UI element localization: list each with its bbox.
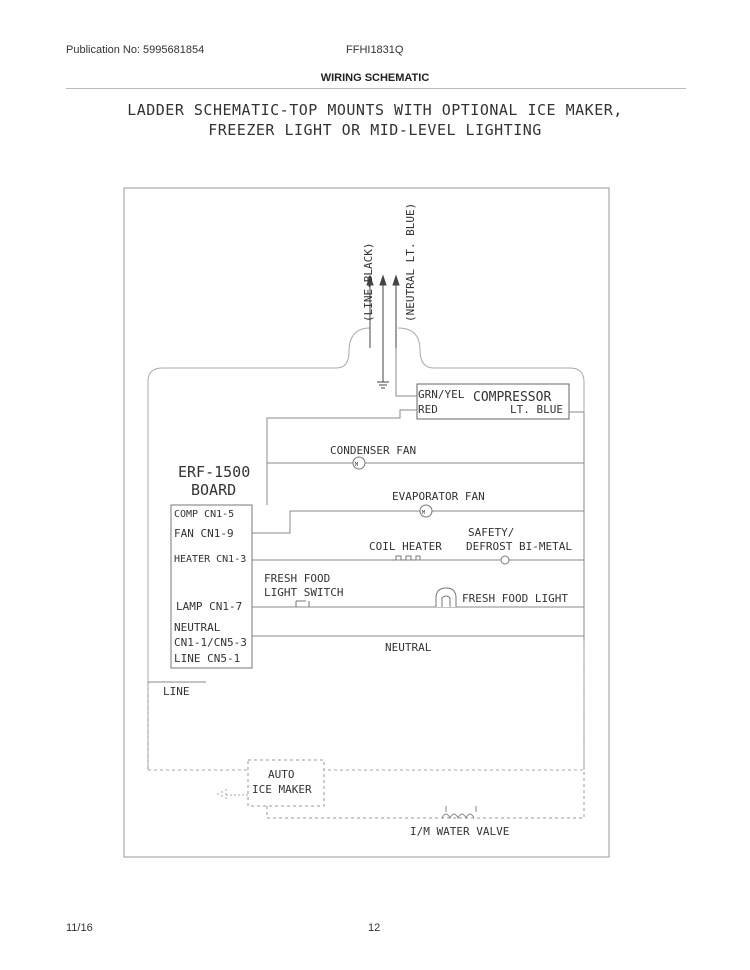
board-pin-fan: FAN CN1-9	[174, 527, 234, 540]
cord-neutral-label: (NEUTRAL LT. BLUE)	[404, 203, 417, 322]
schematic-frame	[123, 187, 610, 858]
compressor-lt-blue: LT. BLUE	[510, 403, 563, 416]
header-divider	[66, 88, 686, 89]
ice-maker-box	[247, 759, 325, 807]
defrost-bimetal-label: DEFROST BI-METAL	[466, 540, 572, 553]
safety-label: SAFETY/	[468, 526, 514, 539]
svg-text:M: M	[355, 462, 358, 468]
compressor-grn-yel: GRN/YEL	[418, 388, 465, 401]
page-number: 12	[368, 922, 381, 934]
power-cord	[366, 274, 400, 382]
bimetal-icon	[500, 555, 510, 565]
publication-number: Publication No: 5995681854	[66, 44, 205, 56]
footer-date: 11/16	[66, 922, 93, 934]
wiring	[148, 348, 585, 683]
coil-heater-label: COIL HEATER	[369, 540, 442, 553]
section-title: WIRING SCHEMATIC	[320, 72, 430, 84]
light-bulb-icon	[435, 587, 457, 607]
ice-maker-ground-icon	[217, 789, 248, 801]
compressor-label: COMPRESSOR	[473, 390, 551, 405]
evaporator-fan-label: EVAPORATOR FAN	[392, 490, 485, 503]
title-line-1: LADDER SCHEMATIC-TOP MOUNTS WITH OPTIONA…	[127, 101, 623, 119]
ice-maker-label-2: ICE MAKER	[252, 783, 312, 796]
ground-icon	[377, 381, 389, 389]
board-name: ERF-1500	[178, 463, 250, 481]
ice-maker-wiring	[147, 640, 585, 819]
ice-maker-label-1: AUTO	[268, 768, 295, 781]
title-line-2: FREEZER LIGHT OR MID-LEVEL LIGHTING	[208, 121, 542, 139]
ff-light-label: FRESH FOOD LIGHT	[462, 592, 568, 605]
erf-1500-board	[170, 504, 253, 669]
model-number: FFHI1831Q	[346, 44, 404, 56]
water-valve-label: I/M WATER VALVE	[410, 825, 509, 838]
evaporator-fan-icon: M	[419, 504, 433, 518]
board-label: BOARD	[191, 481, 236, 499]
compressor-red: RED	[418, 403, 438, 416]
compressor-box	[416, 383, 570, 420]
board-pin-heater: HEATER CN1-3	[174, 554, 246, 565]
line-label: LINE	[163, 685, 190, 698]
condenser-fan-icon: M	[352, 456, 366, 470]
neutral-label: NEUTRAL	[385, 641, 432, 654]
cord-line-label: (LINE-BLACK)	[362, 243, 375, 322]
board-pin-line: LINE CN5-1	[174, 652, 240, 665]
board-pin-neutral: NEUTRAL	[174, 621, 221, 634]
ff-switch-label-2: LIGHT SWITCH	[264, 586, 343, 599]
svg-text:M: M	[422, 510, 425, 516]
schematic-title: LADDER SCHEMATIC-TOP MOUNTS WITH OPTIONA…	[0, 100, 750, 140]
board-pin-lamp: LAMP CN1-7	[176, 600, 242, 613]
light-switch-icon	[295, 600, 310, 607]
board-pin-comp: COMP CN1-5	[174, 509, 234, 520]
condenser-fan-label: CONDENSER FAN	[330, 444, 416, 457]
board-pin-neutral-cn: CN1-1/CN5-3	[174, 636, 247, 649]
ff-switch-label-1: FRESH FOOD	[264, 572, 330, 585]
coil-heater-icon	[392, 555, 421, 561]
cabinet-outline	[147, 327, 585, 771]
water-valve-icon	[441, 806, 477, 820]
